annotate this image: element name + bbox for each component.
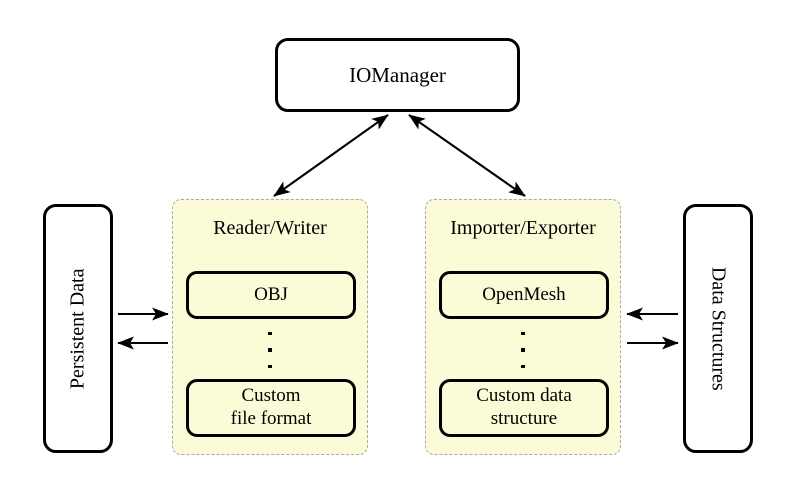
reader-writer-item-custom-file-format[interactable]: Custom file format bbox=[186, 379, 356, 437]
persistent-data-label: Persistent Data bbox=[66, 268, 89, 389]
reader-writer-title: Reader/Writer bbox=[213, 217, 327, 239]
custom-file-format-line1: Custom bbox=[241, 385, 301, 407]
reader-writer-item-obj-label: OBJ bbox=[254, 283, 288, 305]
importer-exporter-title: Importer/Exporter bbox=[450, 217, 596, 239]
custom-file-format-line2: file format bbox=[230, 408, 312, 429]
importer-exporter-item-custom-data-structure[interactable]: Custom data structure bbox=[439, 379, 609, 437]
importer-exporter-item-openmesh-label: OpenMesh bbox=[482, 283, 566, 305]
importer-exporter-item-custom-data-structure-label: Custom data structure bbox=[476, 385, 572, 431]
importer-exporter-item-openmesh[interactable]: OpenMesh bbox=[439, 271, 609, 319]
data-structures-label: Data Structures bbox=[707, 266, 730, 391]
arrow-manager-to-importer-exporter bbox=[408, 114, 526, 197]
importer-exporter-panel[interactable]: Importer/Exporter OpenMesh Custom data s… bbox=[425, 199, 621, 455]
custom-data-structure-line1: Custom data bbox=[476, 385, 572, 407]
custom-data-structure-line2: structure bbox=[490, 408, 558, 429]
reader-writer-item-obj[interactable]: OBJ bbox=[186, 271, 356, 319]
data-structures-box[interactable]: Data Structures bbox=[683, 204, 753, 453]
reader-writer-item-custom-file-format-label: Custom file format bbox=[231, 385, 312, 431]
iomanager-box[interactable]: IOManager bbox=[275, 38, 520, 112]
reader-writer-panel[interactable]: Reader/Writer OBJ Custom file format bbox=[172, 199, 368, 455]
iomanager-label: IOManager bbox=[349, 62, 446, 87]
importer-exporter-ellipsis-icon bbox=[426, 332, 620, 368]
arrow-manager-to-reader-writer bbox=[273, 114, 389, 197]
reader-writer-ellipsis-icon bbox=[173, 332, 367, 368]
persistent-data-box[interactable]: Persistent Data bbox=[43, 204, 113, 453]
